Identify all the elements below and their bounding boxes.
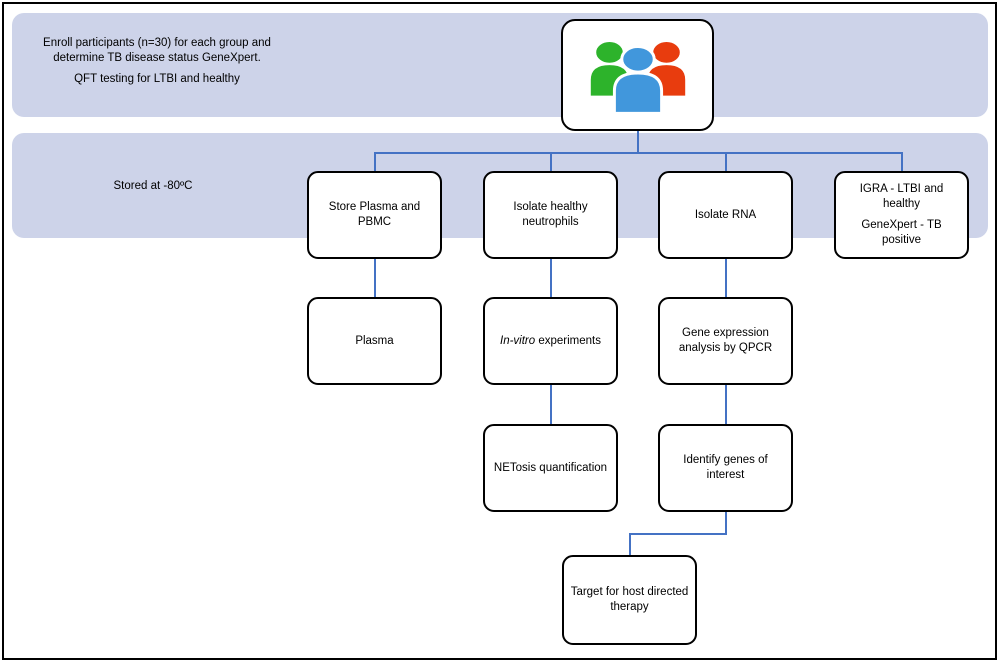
node-netosis-label: NETosis quantification [493, 461, 608, 474]
three-people-icon [588, 40, 687, 115]
node-invitro-label: In-vitro experiments [500, 334, 601, 349]
participants-node [561, 19, 714, 131]
node-gene-expression-label: Gene expression analysis by QPCR [678, 327, 773, 354]
enrollment-paragraph-1: Enroll participants (n=30) for each grou… [43, 37, 271, 64]
node-target-therapy: Target for host directed therapy [562, 555, 697, 645]
node-netosis: NETosis quantification [483, 424, 618, 512]
connector-drop-rna [724, 152, 727, 173]
connector-drop-store-plasma [373, 152, 376, 173]
node-isolate-rna: Isolate RNA [658, 171, 793, 259]
node-gene-expression: Gene expression analysis by QPCR [658, 297, 793, 385]
connector-drop-neutrophils [549, 152, 552, 173]
node-store-plasma-label: Store Plasma and PBMC [328, 201, 421, 228]
enrollment-text: Enroll participants (n=30) for each grou… [28, 36, 286, 87]
node-igra-genexpert: IGRA - LTBI and healthy GeneXpert - TB p… [834, 171, 969, 259]
connector-trunk [373, 152, 903, 154]
connector-elbow-across [628, 533, 727, 535]
invitro-rest: experiments [535, 334, 601, 347]
connector-storeplasma-plasma [373, 258, 376, 298]
node-identify-genes-label: Identify genes of interest [683, 454, 768, 481]
enrollment-banner [12, 13, 988, 117]
connector-neutrophils-invitro [549, 258, 552, 298]
connector-elbow-into-target [628, 533, 631, 556]
node-isolate-neutrophils: Isolate healthy neutrophils [483, 171, 618, 259]
enrollment-paragraph-2: QFT testing for LTBI and healthy [74, 73, 240, 85]
node-igra-line1: IGRA - LTBI and healthy [859, 183, 944, 210]
node-isolate-rna-label: Isolate RNA [694, 208, 757, 221]
connector-drop-igra [900, 152, 903, 173]
connector-geneexpression-identify [724, 384, 727, 425]
storage-label: Stored at -80ºC [113, 180, 193, 192]
connector-participants-feed [636, 130, 639, 153]
node-isolate-neutrophils-label: Isolate healthy neutrophils [513, 201, 588, 228]
node-identify-genes: Identify genes of interest [658, 424, 793, 512]
node-plasma-label: Plasma [355, 334, 394, 347]
invitro-italic: In-vitro [500, 334, 536, 347]
node-store-plasma: Store Plasma and PBMC [307, 171, 442, 259]
connector-invitro-netosis [549, 384, 552, 425]
node-igra-line2: GeneXpert - TB positive [861, 219, 942, 246]
connector-rna-geneexpression [724, 258, 727, 298]
node-target-therapy-label: Target for host directed therapy [570, 586, 689, 613]
connector-elbow-down [724, 511, 727, 535]
node-invitro-experiments: In-vitro experiments [483, 297, 618, 385]
node-plasma: Plasma [307, 297, 442, 385]
